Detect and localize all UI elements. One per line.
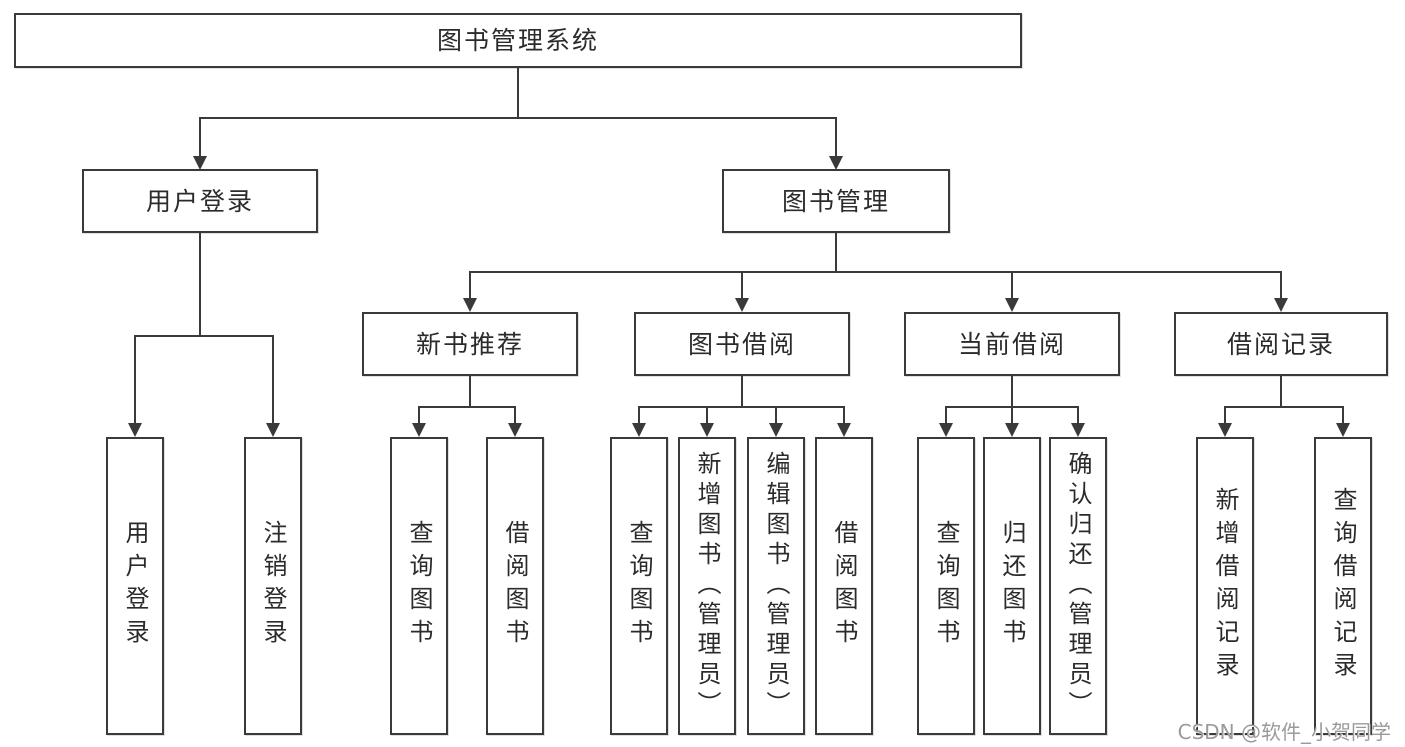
edge-root-to-book-management <box>835 117 837 159</box>
edge-book-management-trunk <box>835 233 837 272</box>
edge-borrow-records-span <box>1224 406 1344 408</box>
edge-to-book-borrow <box>741 271 743 300</box>
leaf-bb-borrow-book-label: 借阅图书 <box>830 520 858 652</box>
node-book-management-label: 图书管理 <box>781 186 890 216</box>
edge-root-trunk <box>517 68 519 118</box>
arrow-to-leaf-br-query-icon <box>1336 423 1350 437</box>
arrow-to-leaf-logout-icon <box>266 423 280 437</box>
node-borrow-records: 借阅记录 <box>1174 312 1388 376</box>
arrow-to-book-management-icon <box>829 156 843 170</box>
leaf-nbr-query-book: 查询图书 <box>390 437 448 735</box>
leaf-br-add-record: 新增借阅记录 <box>1196 437 1254 735</box>
arrow-to-leaf-nbr-query-icon <box>412 423 426 437</box>
edge-to-leaf-nbr-query <box>418 406 420 425</box>
edge-to-leaf-bb-edit <box>775 406 777 425</box>
node-root: 图书管理系统 <box>14 13 1022 68</box>
leaf-bb-query-book: 查询图书 <box>610 437 668 735</box>
leaf-nbr-borrow-book-label: 借阅图书 <box>501 520 529 652</box>
arrow-to-leaf-bb-borrow-icon <box>837 423 851 437</box>
leaf-logout: 注销登录 <box>244 437 302 735</box>
arrow-to-leaf-bb-query-icon <box>632 423 646 437</box>
leaf-bb-borrow-book: 借阅图书 <box>815 437 873 735</box>
leaf-cb-confirm-return: 确认归还（管理员） <box>1049 437 1107 735</box>
csdn-watermark: CSDN @软件_小贺同学 <box>1177 720 1391 744</box>
arrow-to-leaf-cb-confirm-icon <box>1071 423 1085 437</box>
edge-root-span <box>199 117 837 119</box>
arrow-to-book-borrow-icon <box>735 298 749 312</box>
edge-root-to-user-login <box>199 117 201 159</box>
leaf-user-login: 用户登录 <box>106 437 164 735</box>
arrow-to-leaf-cb-query-icon <box>939 423 953 437</box>
edge-to-current-borrow <box>1011 271 1013 300</box>
edge-to-leaf-logout <box>272 335 274 425</box>
edge-user-login-trunk <box>199 233 201 336</box>
edge-book-borrow-span <box>638 406 845 408</box>
leaf-br-query-record: 查询借阅记录 <box>1314 437 1372 735</box>
arrow-to-leaf-cb-return-icon <box>1005 423 1019 437</box>
edge-new-book-recommend-span <box>418 406 516 408</box>
arrow-to-user-login-icon <box>193 156 207 170</box>
edge-to-new-book-recommend <box>469 271 471 300</box>
node-root-label: 图书管理系统 <box>436 26 599 55</box>
arrow-to-leaf-nbr-borrow-icon <box>508 423 522 437</box>
node-user-login: 用户登录 <box>82 169 318 233</box>
edge-book-management-span <box>469 271 1282 273</box>
edge-to-leaf-user-login <box>134 335 136 425</box>
edge-to-leaf-br-add <box>1224 406 1226 425</box>
leaf-bb-edit-book: 编辑图书（管理员） <box>747 437 805 735</box>
edge-to-borrow-records <box>1280 271 1282 300</box>
leaf-bb-edit-book-label: 编辑图书（管理员） <box>762 451 790 721</box>
node-user-login-label: 用户登录 <box>145 186 254 216</box>
arrow-to-leaf-bb-edit-icon <box>769 423 783 437</box>
leaf-br-query-record-label: 查询借阅记录 <box>1329 487 1357 685</box>
leaf-nbr-query-book-label: 查询图书 <box>405 520 433 652</box>
leaf-cb-query-book-label: 查询图书 <box>932 520 960 652</box>
node-book-borrow: 图书借阅 <box>634 312 850 376</box>
node-new-book-recommend: 新书推荐 <box>362 312 578 376</box>
node-current-borrow-label: 当前借阅 <box>957 329 1066 359</box>
edge-to-leaf-cb-return <box>1011 406 1013 425</box>
node-borrow-records-label: 借阅记录 <box>1226 329 1335 359</box>
leaf-bb-add-book: 新增图书（管理员） <box>678 437 736 735</box>
leaf-br-add-record-label: 新增借阅记录 <box>1211 487 1239 685</box>
edge-to-leaf-cb-confirm <box>1077 406 1079 425</box>
edge-borrow-records-trunk <box>1280 376 1282 407</box>
edge-user-login-span <box>134 335 274 337</box>
arrow-to-leaf-bb-add-icon <box>700 423 714 437</box>
leaf-cb-return-book: 归还图书 <box>983 437 1041 735</box>
edge-new-book-recommend-trunk <box>469 376 471 407</box>
leaf-bb-query-book-label: 查询图书 <box>625 520 653 652</box>
leaf-bb-add-book-label: 新增图书（管理员） <box>693 451 721 721</box>
edge-to-leaf-bb-borrow <box>843 406 845 425</box>
edge-to-leaf-bb-add <box>706 406 708 425</box>
edge-current-borrow-trunk <box>1011 376 1013 407</box>
leaf-logout-label: 注销登录 <box>259 520 287 652</box>
leaf-nbr-borrow-book: 借阅图书 <box>486 437 544 735</box>
leaf-cb-confirm-return-label: 确认归还（管理员） <box>1064 451 1092 721</box>
node-current-borrow: 当前借阅 <box>904 312 1120 376</box>
node-new-book-recommend-label: 新书推荐 <box>415 329 524 359</box>
arrow-to-leaf-br-add-icon <box>1218 423 1232 437</box>
arrow-to-current-borrow-icon <box>1005 298 1019 312</box>
arrow-to-new-book-recommend-icon <box>463 298 477 312</box>
arrow-to-borrow-records-icon <box>1274 298 1288 312</box>
node-book-borrow-label: 图书借阅 <box>687 329 796 359</box>
edge-to-leaf-nbr-borrow <box>514 406 516 425</box>
leaf-user-login-label: 用户登录 <box>121 520 149 652</box>
leaf-cb-return-book-label: 归还图书 <box>998 520 1026 652</box>
arrow-to-leaf-user-login-icon <box>128 423 142 437</box>
leaf-cb-query-book: 查询图书 <box>917 437 975 735</box>
edge-to-leaf-bb-query <box>638 406 640 425</box>
node-book-management: 图书管理 <box>722 169 950 233</box>
edge-to-leaf-br-query <box>1342 406 1344 425</box>
edge-to-leaf-cb-query <box>945 406 947 425</box>
edge-book-borrow-trunk <box>741 376 743 407</box>
